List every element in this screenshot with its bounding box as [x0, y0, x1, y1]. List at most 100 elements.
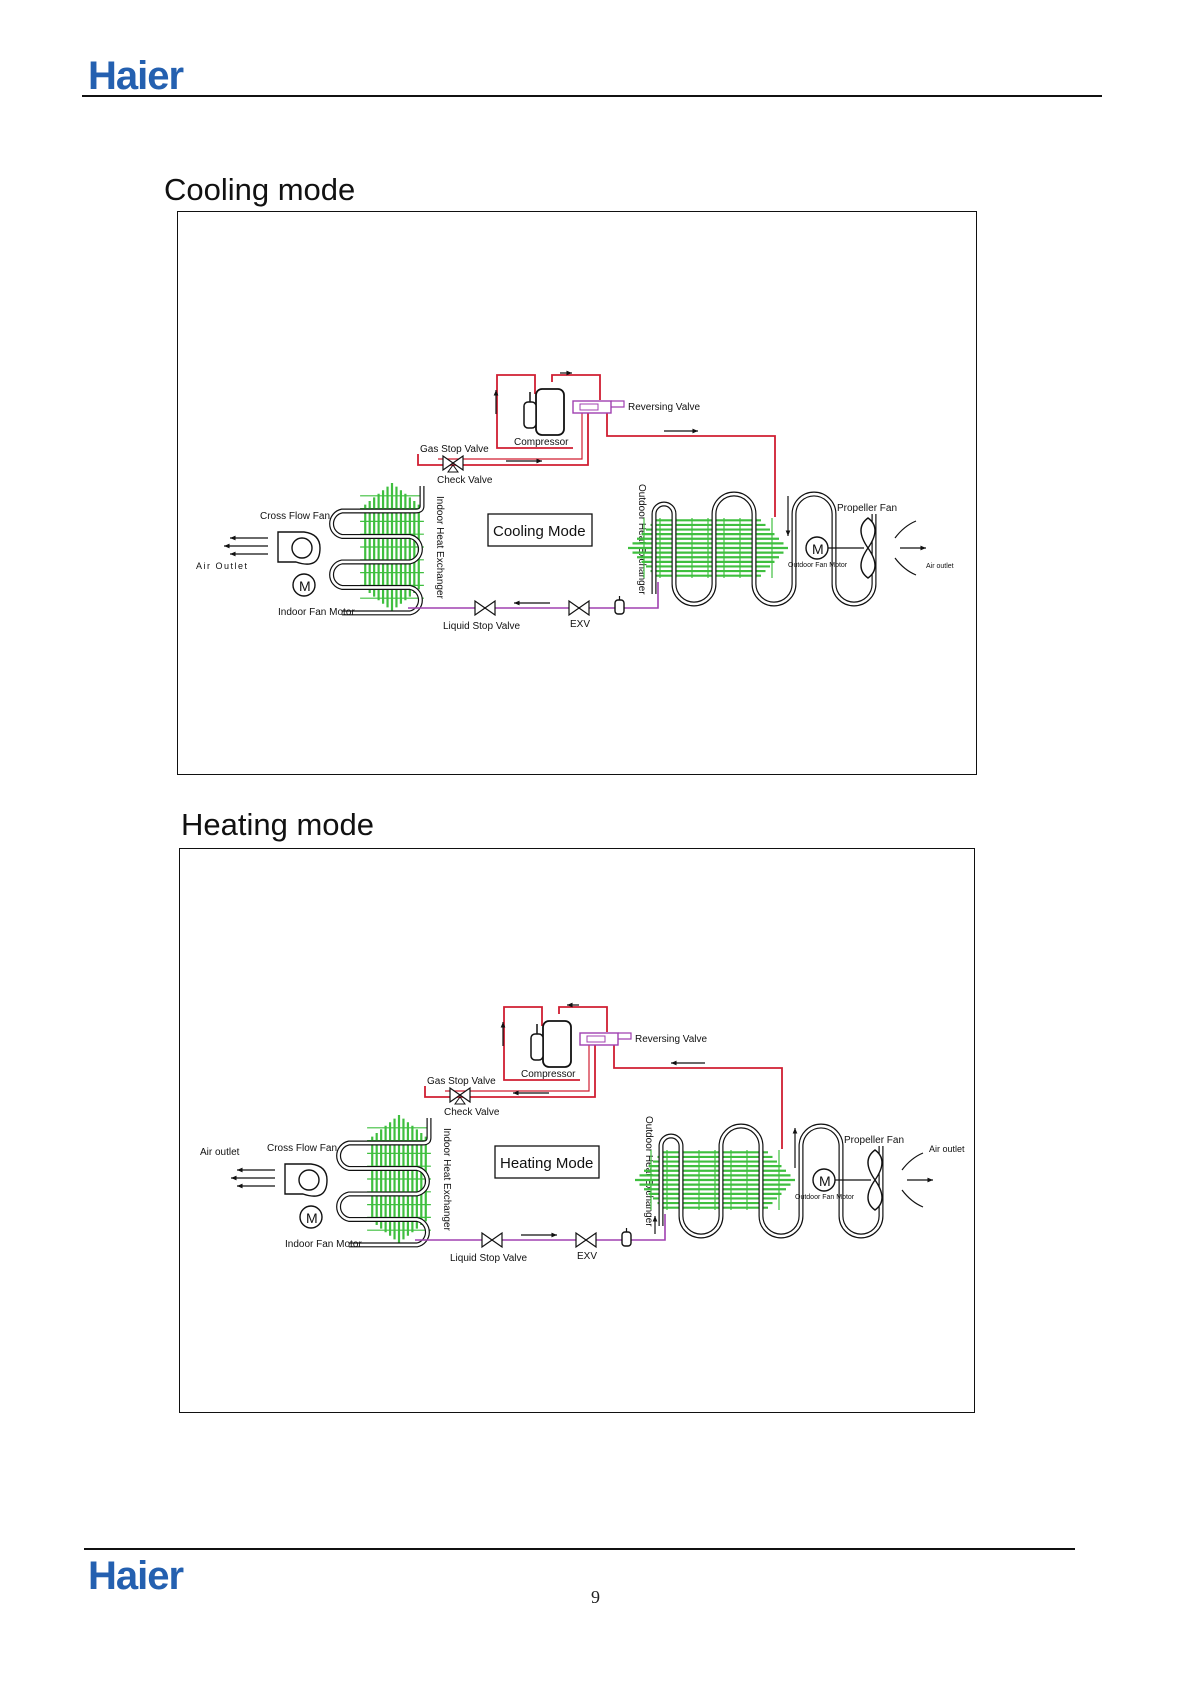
pipe-gas-line-2 [445, 1042, 590, 1092]
cross-flow-fan-icon [277, 531, 321, 565]
indoor-fan-motor-icon-symbol: M [299, 578, 311, 594]
outdoor-fan-motor-icon: M [805, 536, 829, 560]
pipe-compressor-discharge [558, 1006, 608, 1032]
gas-stop-valve-icon [442, 454, 464, 472]
footer-logo: Haier [88, 1554, 184, 1598]
flow-arrow-liquid [514, 600, 550, 606]
outdoor-airflow-arrow [907, 1177, 933, 1183]
indoor-airflow-arrow [237, 1183, 275, 1189]
flow-arrow-compressor [500, 1022, 506, 1046]
liquid-stop-valve-icon [474, 599, 496, 617]
indoor-airflow-arrow [231, 1175, 275, 1181]
flow-arrow-top [560, 370, 572, 376]
filter-icon [621, 1228, 632, 1247]
pipe-gas-line-2 [438, 410, 583, 460]
flow-arrow-outdoor-top [671, 1060, 705, 1066]
reversing-valve-label: Reversing Valve [635, 1034, 708, 1045]
outdoor-coil [658, 1123, 884, 1239]
indoor-air-outlet-label: Air Outlet [196, 561, 249, 571]
outdoor-fan-motor-label: Outdoor Fan Motor [788, 562, 848, 569]
flow-arrow-outdoor-bottom [652, 1216, 658, 1234]
cross-flow-fan-label: Cross Flow Fan [267, 1143, 337, 1154]
reversing-valve-icon [579, 1032, 632, 1046]
propeller-fan-icon [860, 517, 876, 579]
indoor-hx-label: Indoor Heat Exchanger [441, 1128, 452, 1232]
outdoor-airflow-arrows [894, 520, 926, 576]
cross-flow-fan-icon [284, 1163, 328, 1197]
flow-arrow-gas [506, 458, 542, 464]
pipe-outdoor-discharge [606, 410, 776, 517]
indoor-airflow-arrow [237, 1167, 275, 1173]
mode-box: Cooling Mode [487, 513, 593, 547]
check-valve-label: Check Valve [437, 475, 493, 486]
outdoor-fan-motor-label: Outdoor Fan Motor [795, 1194, 855, 1201]
indoor-airflow-arrow [224, 543, 268, 549]
check-valve-icon [447, 464, 459, 473]
gas-stop-valve-label: Gas Stop Valve [420, 444, 489, 455]
outdoor-airflow-arrows [901, 1152, 933, 1208]
outdoor-fan-motor-icon-symbol: M [819, 1173, 831, 1189]
flow-arrow-gas [513, 1090, 549, 1096]
pipe-compressor-bottom [496, 421, 573, 449]
indoor-fan-motor-icon: M [299, 1205, 323, 1229]
mode-box-label: Heating Mode [500, 1155, 593, 1172]
indoor-coil [329, 486, 425, 616]
flow-arrow-compressor [493, 390, 499, 414]
pipe-compressor-discharge [551, 374, 601, 400]
cooling-section-title: Cooling mode [164, 172, 356, 207]
indoor-fan-motor-icon: M [292, 573, 316, 597]
liquid-stop-valve-label: Liquid Stop Valve [443, 621, 521, 632]
mode-box: Heating Mode [494, 1145, 600, 1179]
check-valve-icon [454, 1096, 466, 1105]
footer-rule [84, 1548, 1075, 1550]
header-logo: Haier [88, 54, 184, 98]
exv-label: EXV [570, 619, 590, 630]
outdoor-airflow-arrow [900, 545, 926, 551]
reversing-valve-icon [572, 400, 625, 414]
propeller-fan-label: Propeller Fan [844, 1135, 904, 1146]
heating-section-title: Heating mode [181, 807, 375, 842]
indoor-fan-motor-label: Indoor Fan Motor [285, 1239, 362, 1250]
pipe-gas-line [417, 410, 589, 466]
pipe-gas-line [424, 1042, 596, 1098]
outdoor-fan-motor-icon-symbol: M [812, 541, 824, 557]
flow-arrow-outdoor-top [664, 428, 698, 434]
compressor-icon [523, 388, 565, 436]
check-valve-label: Check Valve [444, 1107, 500, 1118]
indoor-fan-motor-label: Indoor Fan Motor [278, 607, 355, 618]
outdoor-coil [651, 491, 877, 607]
liquid-stop-valve-label: Liquid Stop Valve [450, 1253, 528, 1264]
flow-arrow-top [567, 1002, 579, 1008]
exv-icon [575, 1231, 597, 1249]
indoor-airflow-arrow [230, 535, 268, 541]
header-rule [82, 95, 1102, 97]
outdoor-air-outlet-label: Air outlet [926, 563, 954, 570]
indoor-coil [336, 1118, 432, 1248]
indoor-air-outlet-label: Air outlet [200, 1147, 240, 1158]
pipe-compressor-suction [496, 374, 536, 421]
pipe-compressor-suction [503, 1006, 543, 1053]
indoor-airflow-arrows [224, 535, 268, 557]
propeller-fan-label: Propeller Fan [837, 503, 897, 514]
reversing-valve-label: Reversing Valve [628, 402, 701, 413]
gas-stop-valve-icon [449, 1086, 471, 1104]
cross-flow-fan-label: Cross Flow Fan [260, 511, 330, 522]
indoor-hx-label: Indoor Heat Exchanger [434, 496, 445, 600]
filter-icon [614, 596, 625, 615]
compressor-label: Compressor [521, 1069, 576, 1080]
liquid-stop-valve-icon [481, 1231, 503, 1249]
page-number: 9 [591, 1587, 600, 1607]
outdoor-fan-motor-icon: M [812, 1168, 836, 1192]
mode-box-label: Cooling Mode [493, 523, 586, 540]
exv-label: EXV [577, 1251, 597, 1262]
pipe-compressor-bottom [503, 1053, 580, 1081]
exv-icon [568, 599, 590, 617]
indoor-airflow-arrows [231, 1167, 275, 1189]
compressor-label: Compressor [514, 437, 569, 448]
